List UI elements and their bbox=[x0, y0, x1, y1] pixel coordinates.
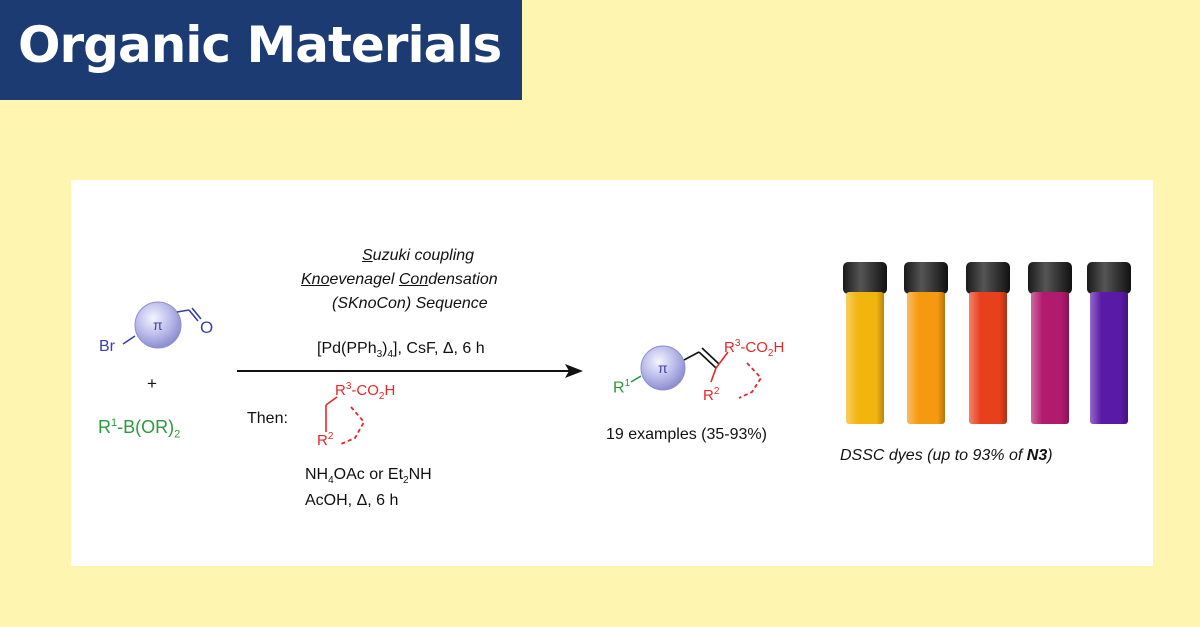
acid-reagent-top: R3-CO2H bbox=[335, 381, 396, 402]
plus-sign: + bbox=[147, 374, 157, 393]
journal-title: Organic Materials bbox=[18, 16, 502, 74]
examples-count: 19 examples (35-93%) bbox=[606, 426, 767, 443]
journal-banner: Organic Materials bbox=[0, 0, 522, 100]
conditions-step-2-line-2: AcOH, Δ, 6 h bbox=[305, 492, 399, 509]
conditions-step-1: [Pd(PPh3)4], CsF, Δ, 6 h bbox=[317, 340, 485, 361]
pi-label-reactant: π bbox=[153, 317, 163, 333]
sequence-line-3: (SKnoCon) Sequence bbox=[332, 295, 488, 312]
pi-sphere-reactant bbox=[134, 301, 182, 349]
conditions-step-2-line-1: NH4OAc or Et2NH bbox=[305, 466, 432, 487]
product-acid: R3-CO2H bbox=[724, 338, 785, 359]
scheme-drawing bbox=[122, 262, 1131, 445]
pi-label-product: π bbox=[658, 360, 668, 376]
product-r2: R2 bbox=[703, 386, 720, 404]
product-r1: R1 bbox=[613, 378, 631, 397]
sequence-line-1: Suzuki coupling bbox=[362, 247, 475, 264]
boronate-reactant: R1-B(OR)2 bbox=[98, 417, 181, 441]
graphical-abstract-panel: Br π O + R1-B(OR)2 Suzuki coupling Knoev… bbox=[71, 180, 1153, 566]
bromo-label: Br bbox=[99, 338, 115, 355]
oxygen-label: O bbox=[200, 318, 214, 337]
then-label: Then: bbox=[247, 410, 288, 427]
dyes-caption: DSSC dyes (up to 93% of N3) bbox=[840, 447, 1053, 464]
sequence-line-2: Knoevenagel Condensation bbox=[301, 271, 498, 288]
acid-reagent-r2: R2 bbox=[317, 431, 334, 449]
dye-vials bbox=[843, 262, 1131, 424]
pi-sphere-product bbox=[640, 345, 686, 391]
